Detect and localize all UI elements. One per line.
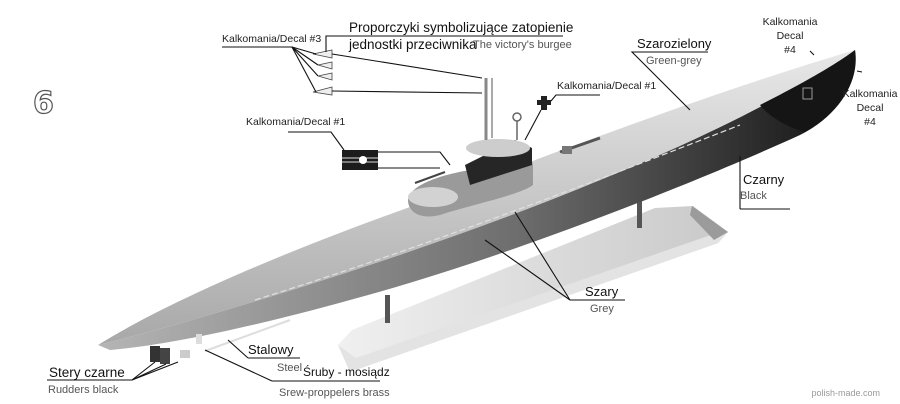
leader-burgee [325, 35, 563, 52]
propellers-label-en: Srew-proppelers brass [279, 387, 390, 399]
stern-gear [150, 319, 291, 364]
green-grey-label-pl: Szarozielony [637, 36, 712, 51]
decal-1-right-label: Kalkomania/Decal #1 [557, 80, 657, 92]
bow-emblem [802, 87, 813, 100]
stand-post-rear [385, 295, 390, 323]
leader-lines [47, 35, 863, 382]
decal-3-label: Kalkomania/Decal #3 [222, 33, 322, 45]
decal-1-flag [342, 150, 378, 170]
steel-label-en: Steel [277, 362, 303, 374]
watermark: polish-made.com [811, 388, 880, 398]
display-stand [338, 200, 728, 372]
step-number: 6 [32, 85, 54, 121]
rudders-label-pl: Stery czarne [49, 365, 125, 380]
conning-tower [408, 78, 601, 217]
decal-1-cross [537, 96, 551, 110]
black-label-en: Black [740, 190, 767, 202]
grey-label-en: Grey [590, 303, 614, 315]
decal-4-top-label-l3: #4 [784, 44, 796, 56]
burgee-label-en: The victory's burgee [473, 39, 572, 51]
black-label-pl: Czarny [743, 172, 785, 187]
stand-post-front [637, 200, 642, 228]
decal-4-right-label-l3: #4 [864, 116, 876, 128]
rudders-label-en: Rudders black [48, 384, 119, 396]
decal-4-right-label-l2: Decal [856, 102, 884, 114]
green-grey-label-en: Green-grey [646, 55, 702, 67]
tower-gun [414, 171, 446, 184]
steel-label-pl: Stalowy [248, 342, 294, 357]
burgee-label-pl-line2: jednostki przeciwnika [349, 37, 477, 52]
propellers-label-pl: Śruby - mosiądz [303, 365, 390, 379]
direction-finder [512, 112, 522, 122]
decal-4-top-label-l2: Decal [776, 30, 804, 42]
decal-1-left-label: Kalkomania/Decal #1 [246, 116, 346, 128]
victory-burgees [312, 49, 333, 96]
decal-4-right-label-l1: Kalkomania [842, 88, 898, 100]
decal-4-top-label-l1: Kalkomania [762, 16, 818, 28]
grey-label-pl: Szary [585, 284, 619, 299]
burgee-label-pl-line1: Proporczyki symbolizujące zatopienie [349, 20, 574, 35]
